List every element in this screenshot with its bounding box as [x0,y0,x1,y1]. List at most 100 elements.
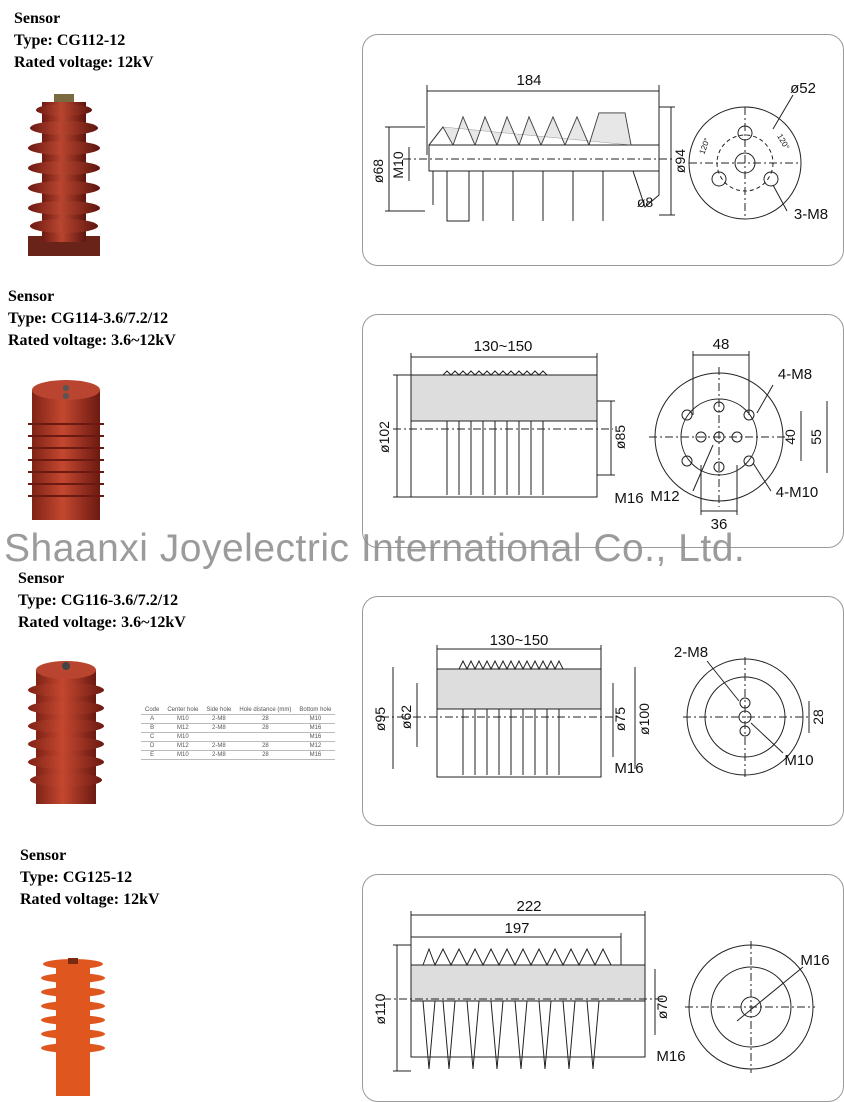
table-cell: B [141,723,164,733]
watermark: Shaanxi Joyelectric International Co., L… [4,527,746,570]
dim-d1: ø68 [370,159,386,183]
table-cell: D [141,741,164,751]
spec-block-cg116: Sensor Type: CG116-3.6/7.2/12 Rated volt… [18,568,186,634]
spec-block-cg112: Sensor Type: CG112-12 Rated voltage: 12k… [14,8,154,74]
drawing-panel-cg112: 184 ø68 M10 ø94 ø8 ø52 120° 120° 3-M8 [362,34,844,266]
cg116-photo [28,661,104,804]
dim-length1: 222 [516,898,541,915]
dim-v1: 28 [810,709,826,725]
spec-label: Sensor [18,570,65,587]
dim-thread: M10 [390,151,406,178]
spec-label: Sensor [8,288,55,305]
dim-d2: ø94 [672,149,688,173]
table-cell: M10 [163,732,203,742]
table-cell: M10 [295,714,336,724]
dim-pcd: ø52 [790,80,816,97]
dim-length2: 197 [504,920,529,937]
spec-label: Sensor [20,847,67,864]
cg114-photo [28,380,104,520]
cg112-photo [28,94,100,256]
dim-angle1: 120° [698,137,712,156]
header-cell: Code [141,706,164,715]
dim-top: 48 [713,336,730,353]
spec-voltage: Rated voltage: 3.6~12kV [18,614,186,631]
table-cell: 2-M8 [202,723,236,733]
dim-d3: ø75 [612,707,628,731]
table-cell: M16 [295,723,336,733]
table-cell: 28 [235,741,296,751]
spec-block-cg114: Sensor Type: CG114-3.6/7.2/12 Rated volt… [8,286,176,352]
cg116-drawing: 130~150 ø95 ø62 ø75 ø100 M16 2-M8 28 M10 [372,632,826,779]
dim-center: M12 [650,488,679,505]
dim-length: 184 [516,72,541,89]
header-cell: Center hole [163,706,203,715]
code-table-header: Code Center hole Side hole Hole distance… [141,706,336,715]
dim-length: 130~150 [490,632,549,649]
spec-label: Sensor [14,10,61,27]
table-cell [235,732,296,742]
table-cell: 2-M8 [202,714,236,724]
table-cell: C [141,732,164,742]
dim-center: M16 [800,952,829,969]
drawing-panel-cg125: 222 197 ø110 ø70 M16 M16 [362,874,844,1102]
spec-type: Type: CG112-12 [14,32,126,49]
table-cell: M12 [295,741,336,751]
table-cell [202,732,236,742]
spec-type: Type: CG116-3.6/7.2/12 [18,592,179,609]
cg112-drawing: 184 ø68 M10 ø94 ø8 ø52 120° 120° 3-M8 [370,72,828,223]
table-cell: 2-M8 [202,741,236,751]
drawing-panel-cg116: 130~150 ø95 ø62 ø75 ø100 M16 2-M8 28 M10 [362,596,844,826]
table-cell: M10 [163,714,203,724]
dim-d3: ø8 [637,194,654,210]
table-cell: M16 [295,750,336,760]
dim-h2: 4-M10 [776,484,819,501]
table-cell: 2-M8 [202,750,236,760]
dim-bottom: M16 [656,1048,685,1065]
header-cell: Hole distance (mm) [235,706,296,715]
dim-length: 130~150 [474,338,533,355]
table-cell: 28 [235,750,296,760]
dim-bottom: M16 [614,760,643,777]
table-cell: M16 [295,732,336,742]
dim-bottom: M16 [614,490,643,507]
dim-v2: 55 [808,429,824,445]
table-cell: M10 [163,750,203,760]
dim-d4: ø100 [636,703,652,735]
code-table: Code Center hole Side hole Hole distance… [141,706,336,760]
cg125-photo [41,958,105,1096]
dim-bottomdim: 36 [711,516,728,533]
spec-type: Type: CG125-12 [20,869,133,886]
dim-d1: ø95 [372,707,388,731]
dim-d2: ø70 [654,995,670,1019]
table-cell: 28 [235,714,296,724]
dim-d2: ø85 [612,425,628,449]
cg125-drawing: 222 197 ø110 ø70 M16 M16 [372,898,830,1073]
dim-angle2: 120° [775,132,791,151]
table-cell: E [141,750,164,760]
dim-d1: ø102 [376,421,392,453]
dim-center: M10 [784,752,813,769]
spec-block-cg125: Sensor Type: CG125-12 Rated voltage: 12k… [20,845,160,911]
header-cell: Side hole [202,706,236,715]
dim-d1: ø110 [372,993,388,1024]
table-cell: 28 [235,723,296,733]
cg114-drawing: 130~150 ø102 ø85 M16 48 4-M8 40 55 M12 4… [376,336,828,533]
spec-voltage: Rated voltage: 3.6~12kV [8,332,176,349]
header-cell: Bottom hole [295,706,336,715]
drawing-panel-cg114: 130~150 ø102 ø85 M16 48 4-M8 40 55 M12 4… [362,314,844,548]
dim-holes: 3-M8 [794,206,828,223]
dim-holes: 2-M8 [674,644,708,661]
table-cell: M12 [163,741,203,751]
dim-h1: 4-M8 [778,366,812,383]
spec-type: Type: CG114-3.6/7.2/12 [8,310,169,327]
dim-d2: ø62 [398,705,414,729]
spec-voltage: Rated voltage: 12kV [20,891,160,908]
spec-voltage: Rated voltage: 12kV [14,54,154,71]
dim-v1: 40 [782,429,798,445]
table-cell: M12 [163,723,203,733]
